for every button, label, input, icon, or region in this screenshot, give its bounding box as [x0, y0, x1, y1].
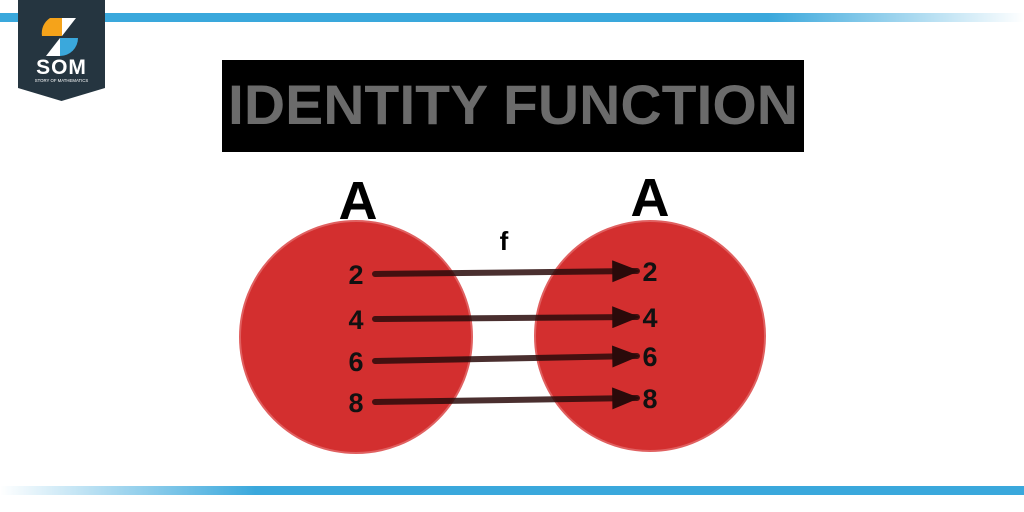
codomain-element: 4	[642, 303, 657, 333]
codomain-element: 2	[642, 257, 657, 287]
domain-element: 4	[348, 305, 363, 335]
mapping-arrow	[372, 306, 640, 329]
top-accent-bar	[0, 13, 1024, 22]
bottom-accent-bar	[0, 486, 1024, 495]
function-label: f	[500, 226, 509, 256]
page-title: IDENTITY FUNCTION	[228, 73, 798, 136]
mapping-arrow	[372, 345, 640, 368]
domain-set-circle	[239, 220, 473, 454]
domain-element: 8	[348, 388, 363, 418]
codomain-element: 6	[642, 342, 657, 372]
mapping-layer: 2 4 6 8 2 4 6 8	[348, 257, 657, 418]
title-box	[222, 60, 804, 152]
codomain-label: A	[631, 168, 670, 228]
logo-subtitle: STORY OF MATHEMATICS	[35, 78, 89, 83]
codomain-element: 8	[642, 384, 657, 414]
som-logo: SOM STORY OF MATHEMATICS	[18, 0, 105, 101]
domain-element: 6	[348, 347, 363, 377]
mapping-arrow	[372, 260, 640, 283]
mapping-arrow	[372, 387, 640, 410]
logo-text: SOM	[36, 56, 87, 79]
domain-element: 2	[348, 260, 363, 290]
codomain-set-circle	[534, 220, 766, 452]
